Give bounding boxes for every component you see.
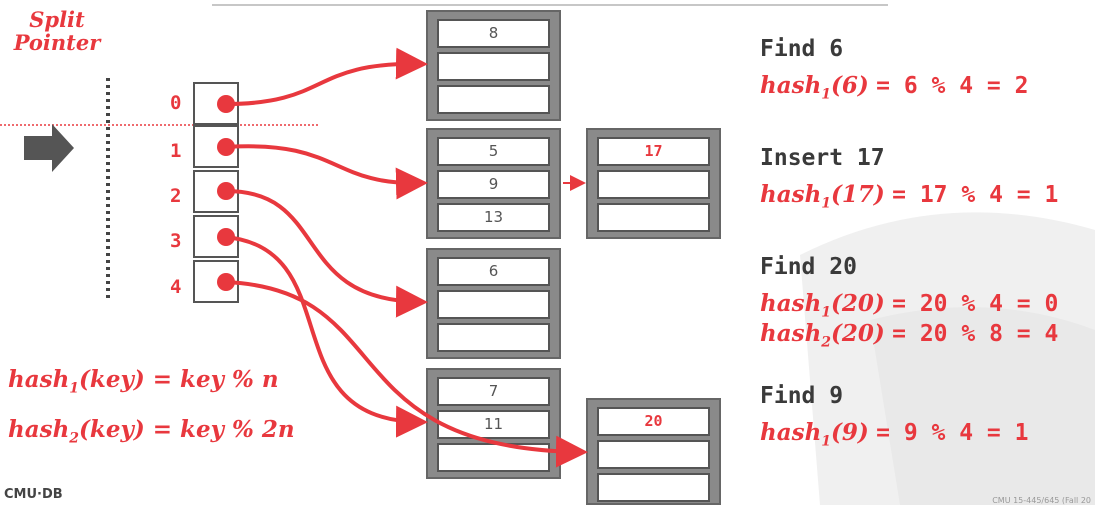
op-find-20-expr-2: hash2(20) = 20 % 8 = 4: [760, 320, 1058, 351]
op-find-6-title: Find 6: [760, 36, 844, 62]
op-0-rest: = 6 % 4 = 2: [876, 73, 1029, 99]
split-pointer-line1: Split: [29, 7, 85, 32]
overflow-17-cell-2: [597, 203, 710, 232]
bucket-1-cell-1: 9: [437, 170, 550, 199]
op-2b-rest: = 20 % 8 = 4: [892, 321, 1059, 347]
op-find-20-title: Find 20: [760, 254, 857, 280]
op-2a-arg: (20): [831, 290, 885, 317]
dir-index-2: 2: [170, 185, 182, 207]
split-pointer-arrow-icon: [24, 124, 74, 172]
cmu-db-logo: CMU·DB: [4, 487, 63, 502]
op-find-9-expr: hash1(9) = 9 % 4 = 1: [760, 419, 1028, 450]
op-0-sub: 1: [821, 86, 832, 103]
dir-index-1: 1: [170, 140, 182, 162]
op-1-arg: (17): [831, 181, 885, 208]
pointer-arrow-3: [225, 235, 428, 438]
op-2a-sub: 1: [821, 304, 832, 321]
pointer-dot-1: [217, 138, 235, 156]
footer-course-label: CMU 15-445/645 (Fall 20: [992, 496, 1091, 505]
directory-slot-3: [193, 215, 239, 258]
op-find-9-title: Find 9: [760, 383, 844, 409]
bucket-1-cell-0: 5: [437, 137, 550, 166]
formula-1-text: (key) = key % n: [79, 366, 279, 393]
split-pointer-line2: Pointer: [13, 30, 101, 55]
overflow-17-cell-0: 17: [597, 137, 710, 166]
pointer-arrow-2: [225, 189, 428, 318]
bucket-2: 6: [426, 248, 561, 359]
formula-2-sub: 2: [69, 430, 80, 447]
bucket-0-cell-0: 8: [437, 19, 550, 48]
overflow-20-cell-1: [597, 440, 710, 469]
formula-hash1: hash1(key) = key % n: [8, 366, 279, 397]
formula-2-text: (key) = key % 2n: [79, 416, 295, 443]
op-insert-17-title: Insert 17: [760, 145, 885, 171]
pointer-arrow-0: [225, 47, 428, 106]
pointer-arrow-1: [225, 144, 428, 200]
overflow-20-cell-0: 20: [597, 407, 710, 436]
bucket-0: 8: [426, 10, 561, 121]
bucket-3: 7 11: [426, 368, 561, 479]
formula-1-sub: 1: [69, 380, 80, 397]
dir-index-4: 4: [170, 276, 182, 298]
formula-1-fn: hash: [8, 366, 70, 393]
bucket-1-cell-2: 13: [437, 203, 550, 232]
formula-hash2: hash2(key) = key % 2n: [8, 416, 295, 447]
dir-index-3: 3: [170, 230, 182, 252]
bucket-2-cell-2: [437, 323, 550, 352]
op-3-rest: = 9 % 4 = 1: [876, 420, 1029, 446]
bucket-0-cell-1: [437, 52, 550, 81]
op-2b-sub: 2: [821, 334, 832, 351]
op-3-sub: 1: [821, 433, 832, 450]
op-insert-17-expr: hash1(17) = 17 % 4 = 1: [760, 181, 1058, 212]
op-0-fn: hash: [760, 72, 822, 99]
bucket-1: 5 9 13: [426, 128, 561, 239]
op-2a-fn: hash: [760, 290, 822, 317]
formula-2-fn: hash: [8, 416, 70, 443]
bucket-3-cell-1: 11: [437, 410, 550, 439]
op-3-arg: (9): [831, 419, 869, 446]
op-1-fn: hash: [760, 181, 822, 208]
overflow-17-cell-1: [597, 170, 710, 199]
op-1-sub: 1: [821, 195, 832, 212]
dir-index-0: 0: [170, 92, 182, 114]
op-find-20-expr-1: hash1(20) = 20 % 4 = 0: [760, 290, 1058, 321]
op-3-fn: hash: [760, 419, 822, 446]
bucket-2-cell-0: 6: [437, 257, 550, 286]
overflow-bucket-17: 17: [586, 128, 721, 239]
bucket-0-cell-2: [437, 85, 550, 114]
pointer-dot-0: [217, 95, 235, 113]
op-2b-fn: hash: [760, 320, 822, 347]
op-0-arg: (6): [831, 72, 869, 99]
op-find-6-expr: hash1(6) = 6 % 4 = 2: [760, 72, 1028, 103]
overflow-20-cell-2: [597, 473, 710, 502]
op-1-rest: = 17 % 4 = 1: [892, 182, 1059, 208]
op-2a-rest: = 20 % 4 = 0: [892, 291, 1059, 317]
op-2b-arg: (20): [831, 320, 885, 347]
split-pointer-label: Split Pointer: [12, 8, 102, 54]
pointer-arrow-4: [225, 280, 588, 468]
pointer-dot-4: [217, 273, 235, 291]
pointer-dot-2: [217, 182, 235, 200]
watermark-shape-inner: [870, 307, 1095, 505]
split-pointer-graphics: [0, 78, 318, 300]
pointer-dot-3: [217, 228, 235, 246]
bucket-3-cell-0: 7: [437, 377, 550, 406]
bucket-2-cell-1: [437, 290, 550, 319]
